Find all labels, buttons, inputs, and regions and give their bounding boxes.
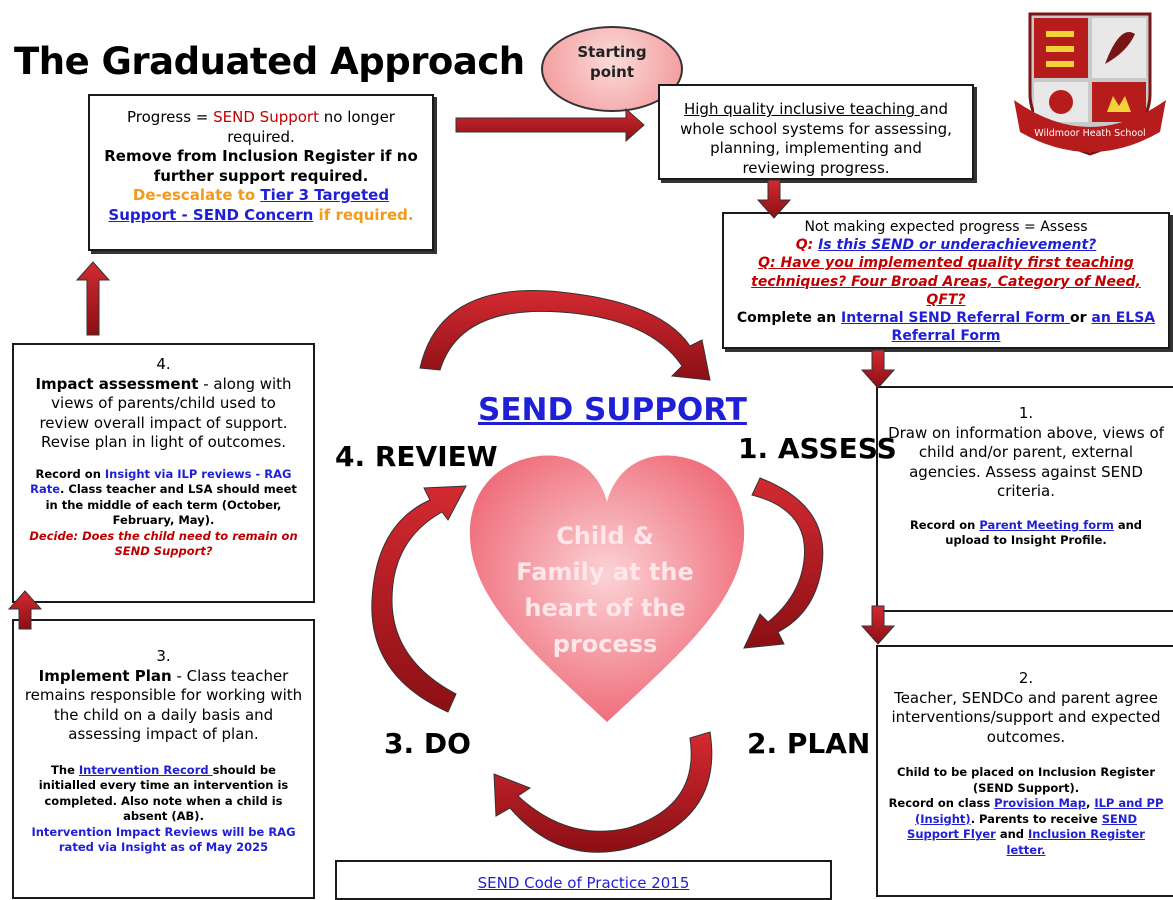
- page-title: The Graduated Approach: [14, 40, 525, 83]
- code-of-practice-link[interactable]: SEND Code of Practice 2015: [477, 874, 690, 892]
- crest-banner-text: Wildmoor Heath School: [1034, 128, 1145, 139]
- quality-teaching-link[interactable]: High quality inclusive teaching: [683, 100, 920, 118]
- stage-plan: 2. PLAN: [747, 727, 871, 760]
- curved-arrow-right-top: [743, 477, 824, 649]
- internal-referral-link[interactable]: Internal SEND Referral Form: [841, 309, 1071, 326]
- progress-line1: Progress = SEND Support no longer requir…: [127, 108, 395, 146]
- send-support-link[interactable]: SEND SUPPORT: [478, 392, 747, 428]
- elsa-referral-link[interactable]: an ELSA Referral Form: [891, 309, 1156, 345]
- step2-box: 2. Teacher, SENDCo and parent agree inte…: [876, 645, 1173, 897]
- quality-teaching-box: High quality inclusive teaching and whol…: [658, 84, 974, 180]
- arrow-down-3: [860, 605, 896, 645]
- arrow-right: [455, 107, 645, 143]
- curved-arrow-right-bottom: [660, 680, 790, 800]
- step4-box: 4. Impact assessment - along with views …: [12, 343, 315, 603]
- progress-line3: De-escalate to Tier 3 Targeted Support -…: [108, 186, 414, 224]
- tier3-link[interactable]: Tier 3 Targeted Support - SEND Concern: [108, 186, 390, 224]
- stage-assess: 1. ASSESS: [738, 432, 897, 465]
- ilp-pp-link[interactable]: ILP and PP (Insight): [915, 796, 1164, 826]
- progress-line2: Remove from Inclusion Register if no fur…: [104, 147, 418, 185]
- curved-arrow-top: [419, 290, 711, 381]
- send-or-underachievement-link[interactable]: Is this SEND or underachievement?: [818, 237, 1097, 254]
- curved-arrow-bottom: [493, 731, 713, 853]
- send-support-flyer-link[interactable]: SEND Support Flyer: [907, 811, 1137, 842]
- arrow-down-2: [860, 349, 896, 389]
- heart-shape: [469, 455, 745, 722]
- assess-box: Not making expected progress = Assess Q:…: [722, 212, 1170, 349]
- curved-arrow-left: [371, 485, 467, 713]
- parent-meeting-form-link[interactable]: Parent Meeting form: [979, 517, 1114, 532]
- stage-review: 4. REVIEW: [335, 440, 498, 473]
- intervention-record-link[interactable]: Intervention Record: [78, 762, 213, 777]
- arrow-down-1: [756, 179, 792, 219]
- heart-text: Child & Family at the heart of the proce…: [516, 522, 694, 658]
- stage-do: 3. DO: [384, 727, 471, 760]
- school-crest-logo: Wildmoor Heath School: [1014, 12, 1166, 156]
- arrow-up-2: [75, 261, 111, 336]
- progress-box: Progress = SEND Support no longer requir…: [88, 94, 434, 251]
- step1-box: 1. Draw on information above, views of c…: [876, 386, 1173, 612]
- inclusion-register-letter-link[interactable]: Inclusion Register letter.: [1006, 827, 1145, 857]
- arrow-up-1: [7, 590, 43, 630]
- step3-box: 3. Implement Plan - Class teacher remain…: [12, 619, 315, 899]
- provision-map-link[interactable]: Provision Map: [994, 796, 1086, 811]
